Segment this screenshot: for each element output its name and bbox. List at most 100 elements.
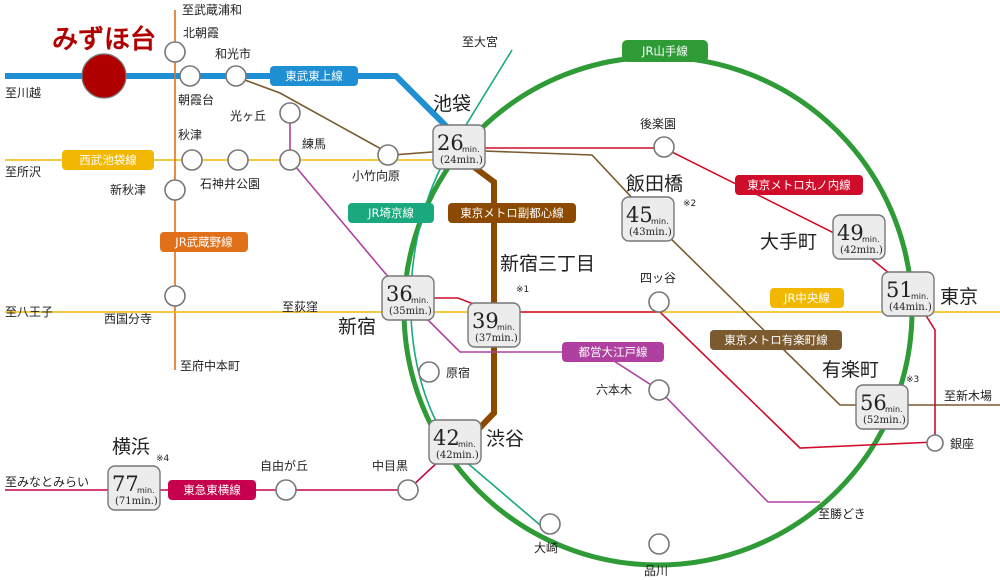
svg-text:51: 51: [886, 278, 913, 302]
tag-musashino: JR武蔵野線: [160, 232, 248, 252]
time-box-tokyo: 51 min. (44min.) 東京: [881, 271, 978, 317]
station-nishi-kokubunji: [164, 285, 186, 307]
time-box-otemachi: 大手町 49 min. (42min.): [760, 214, 886, 260]
tag-saikyo: JR埼京線: [348, 203, 434, 223]
tag-marunouchi: 東京メトロ丸ノ内線: [735, 175, 863, 195]
svg-text:42: 42: [433, 426, 460, 450]
label-korakuen: 後楽園: [640, 117, 676, 131]
label-hikarigaoka: 光ヶ丘: [230, 109, 266, 123]
svg-text:77: 77: [112, 472, 139, 496]
tag-yurakucho: 東京メトロ有楽町線: [710, 330, 842, 350]
svg-text:東京メトロ丸ノ内線: 東京メトロ丸ノ内線: [747, 178, 851, 192]
svg-text:飯田橋: 飯田橋: [626, 173, 683, 195]
svg-text:東急東横線: 東急東横線: [183, 483, 241, 497]
label-akitsu: 秋津: [178, 128, 202, 142]
station-nerima: [279, 149, 301, 171]
station-asakadai: [179, 65, 201, 87]
label-minatomirai: 至みなとみらい: [5, 475, 89, 489]
label-shinagawa: 品川: [644, 564, 668, 578]
svg-text:JR武蔵野線: JR武蔵野線: [174, 235, 233, 249]
svg-text:(52min.): (52min.): [863, 415, 906, 426]
label-ogikubo: 至荻窪: [282, 299, 318, 314]
time-box-shinjuku: 36 min. (35min.) 新宿: [338, 275, 435, 338]
tag-tobu-tojo: 東武東上線: [270, 66, 358, 86]
svg-text:東京: 東京: [940, 286, 978, 308]
svg-text:min.: min.: [651, 217, 669, 226]
tag-toyoko: 東急東横線: [168, 480, 256, 500]
station-akitsu: [181, 149, 203, 171]
svg-text:西武池袋線: 西武池袋線: [79, 153, 137, 167]
svg-text:池袋: 池袋: [433, 93, 471, 115]
svg-text:min.: min.: [411, 296, 429, 305]
oedo-line: [289, 112, 820, 503]
label-shin-kiba: 至新木場: [944, 388, 992, 403]
svg-text:36: 36: [386, 282, 413, 306]
svg-text:(44min.): (44min.): [889, 302, 932, 313]
station-kotake: [377, 144, 399, 166]
svg-text:min.: min.: [497, 323, 515, 332]
svg-text:大手町: 大手町: [760, 231, 817, 253]
label-harajuku: 原宿: [446, 365, 470, 380]
svg-text:(42min.): (42min.): [436, 450, 479, 461]
tag-seibu: 西武池袋線: [62, 150, 154, 170]
time-box-yurakucho: 有楽町 ※3 56 min. (52min.): [822, 359, 919, 430]
station-kita-asaka: [164, 41, 186, 63]
svg-text:新宿三丁目: 新宿三丁目: [500, 253, 595, 275]
label-musashi-urawa: 至武蔵浦和: [182, 3, 242, 17]
station-harajuku: [418, 361, 440, 383]
station-ginza: [926, 434, 944, 452]
label-fuchu-honmachi: 至府中本町: [180, 358, 240, 373]
tag-fukutoshin: 東京メトロ副都心線: [448, 203, 576, 223]
time-box-ikebukuro: 池袋 26 min. (24min.): [432, 93, 486, 170]
station-wakoshi: [225, 65, 247, 87]
yurakucho-metro-line: [233, 75, 1000, 406]
time-box-yokohama: 横浜 ※4 77 min. (71min.): [107, 436, 170, 511]
svg-text:東京メトロ有楽町線: 東京メトロ有楽町線: [724, 333, 828, 347]
svg-text:(43min.): (43min.): [629, 227, 672, 238]
label-omiya: 至大宮: [462, 34, 498, 49]
svg-text:※4: ※4: [156, 454, 170, 464]
svg-text:(42min.): (42min.): [840, 245, 883, 256]
label-wakoshi: 和光市: [215, 46, 251, 61]
tobu-tojo-line: [5, 73, 461, 141]
label-hachioji: 至八王子: [5, 305, 53, 319]
label-osaki: 大崎: [534, 541, 558, 555]
svg-text:※2: ※2: [683, 199, 696, 209]
svg-text:min.: min.: [911, 292, 929, 301]
svg-text:26: 26: [437, 131, 464, 155]
svg-text:min.: min.: [137, 486, 155, 495]
svg-text:※3: ※3: [906, 375, 919, 385]
fukutoshin-line: [455, 138, 497, 443]
home-station: みずほ台: [52, 24, 156, 99]
svg-text:渋谷: 渋谷: [486, 428, 524, 450]
svg-text:JR埼京線: JR埼京線: [367, 206, 414, 220]
label-asakadai: 朝霞台: [178, 92, 214, 107]
svg-text:東京メトロ副都心線: 東京メトロ副都心線: [460, 206, 564, 220]
label-shakujii: 石神井公園: [200, 177, 260, 191]
label-kachidoki: 至勝どき: [818, 506, 866, 521]
station-korakuen: [653, 136, 675, 158]
svg-text:みずほ台: みずほ台: [52, 24, 156, 55]
label-ginza: 銀座: [950, 436, 974, 451]
svg-text:min.: min.: [458, 440, 476, 449]
label-shin-akitsu: 新秋津: [110, 182, 146, 197]
label-yotsuya: 四ッ谷: [640, 271, 676, 285]
tag-yamanote: JR山手線: [622, 40, 708, 62]
station-hikarigaoka: [279, 102, 301, 124]
svg-text:JR中央線: JR中央線: [783, 291, 830, 305]
station-roppongi: [648, 379, 670, 401]
time-box-iidabashi: 飯田橋 ※2 45 min. (43min.): [621, 173, 696, 242]
label-nerima: 練馬: [302, 137, 326, 151]
svg-text:有楽町: 有楽町: [822, 359, 879, 381]
label-jiyugaoka: 自由が丘: [260, 458, 308, 473]
label-kawagoe: 至川越: [5, 86, 41, 100]
svg-text:東武東上線: 東武東上線: [285, 69, 343, 83]
svg-text:min.: min.: [462, 145, 480, 154]
label-naka-meguro: 中目黒: [372, 458, 408, 473]
svg-text:※1: ※1: [516, 285, 529, 295]
svg-text:新宿: 新宿: [338, 316, 376, 338]
svg-text:(24min.): (24min.): [440, 155, 483, 166]
time-box-shibuya: 42 min. (42min.) 渋谷: [428, 419, 524, 465]
